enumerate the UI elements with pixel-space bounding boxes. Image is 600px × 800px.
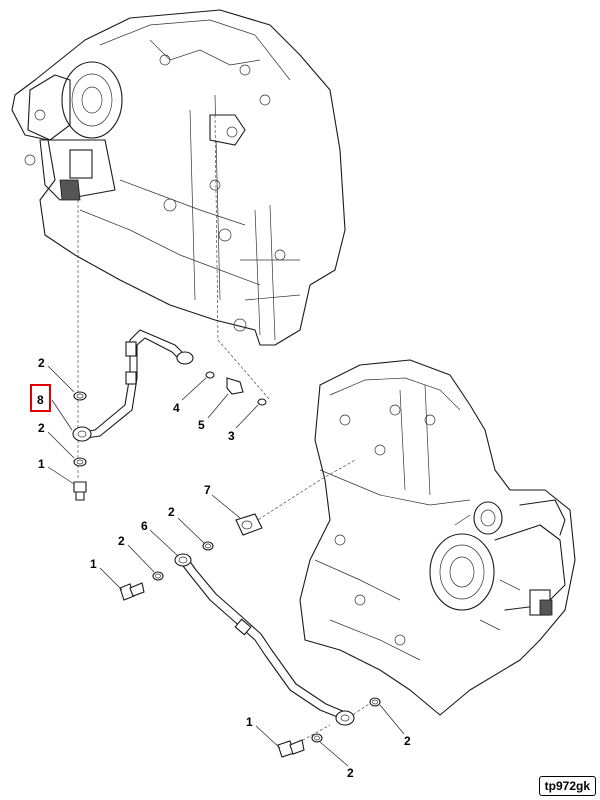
lower-hardware [119, 513, 381, 758]
guide-lines-upper [77, 114, 271, 480]
guide-lines-lower [249, 459, 376, 751]
callout-5: 5 [198, 418, 205, 432]
upper-oil-pipe [72, 329, 194, 442]
lower-engine-block [299, 359, 576, 716]
callout-2-lower-left: 2 [118, 534, 125, 548]
callout-2-mid: 2 [38, 421, 45, 435]
callout-8: 8 [37, 393, 44, 407]
upper-hardware [73, 371, 267, 501]
callout-2-bottom: 2 [347, 766, 354, 780]
lower-oil-pipe [174, 553, 355, 726]
callout-2-spacer: 2 [168, 505, 175, 519]
callout-1-upper: 1 [38, 457, 45, 471]
highlight-box [30, 384, 51, 412]
callout-2-lower-right: 2 [404, 734, 411, 748]
callout-1-mid: 1 [90, 557, 97, 571]
callout-7: 7 [204, 483, 211, 497]
callout-2-upper: 2 [38, 356, 45, 370]
figure-code: tp972gk [538, 776, 596, 796]
callout-6: 6 [141, 519, 148, 533]
callout-4: 4 [173, 401, 180, 415]
upper-engine-block [11, 9, 346, 346]
callout-3: 3 [228, 429, 235, 443]
callout-1-bottom: 1 [246, 715, 253, 729]
callout-labels: 2 8 2 1 4 5 3 7 2 6 2 1 2 1 2 [30, 356, 411, 780]
